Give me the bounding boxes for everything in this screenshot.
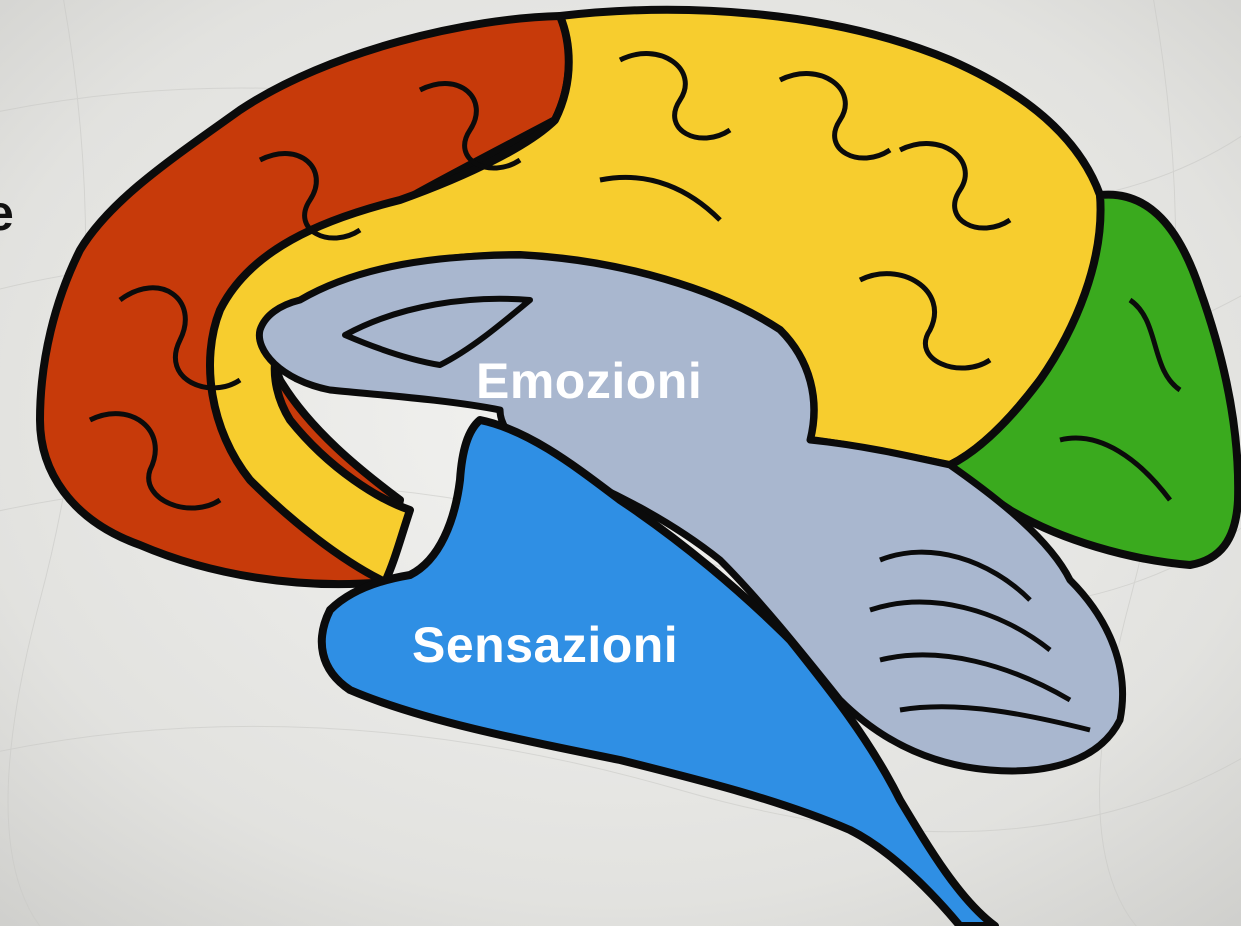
partial-text-fragment: e bbox=[0, 188, 14, 238]
emotions-label: Emozioni bbox=[476, 356, 702, 406]
sensations-label: Sensazioni bbox=[412, 620, 678, 670]
